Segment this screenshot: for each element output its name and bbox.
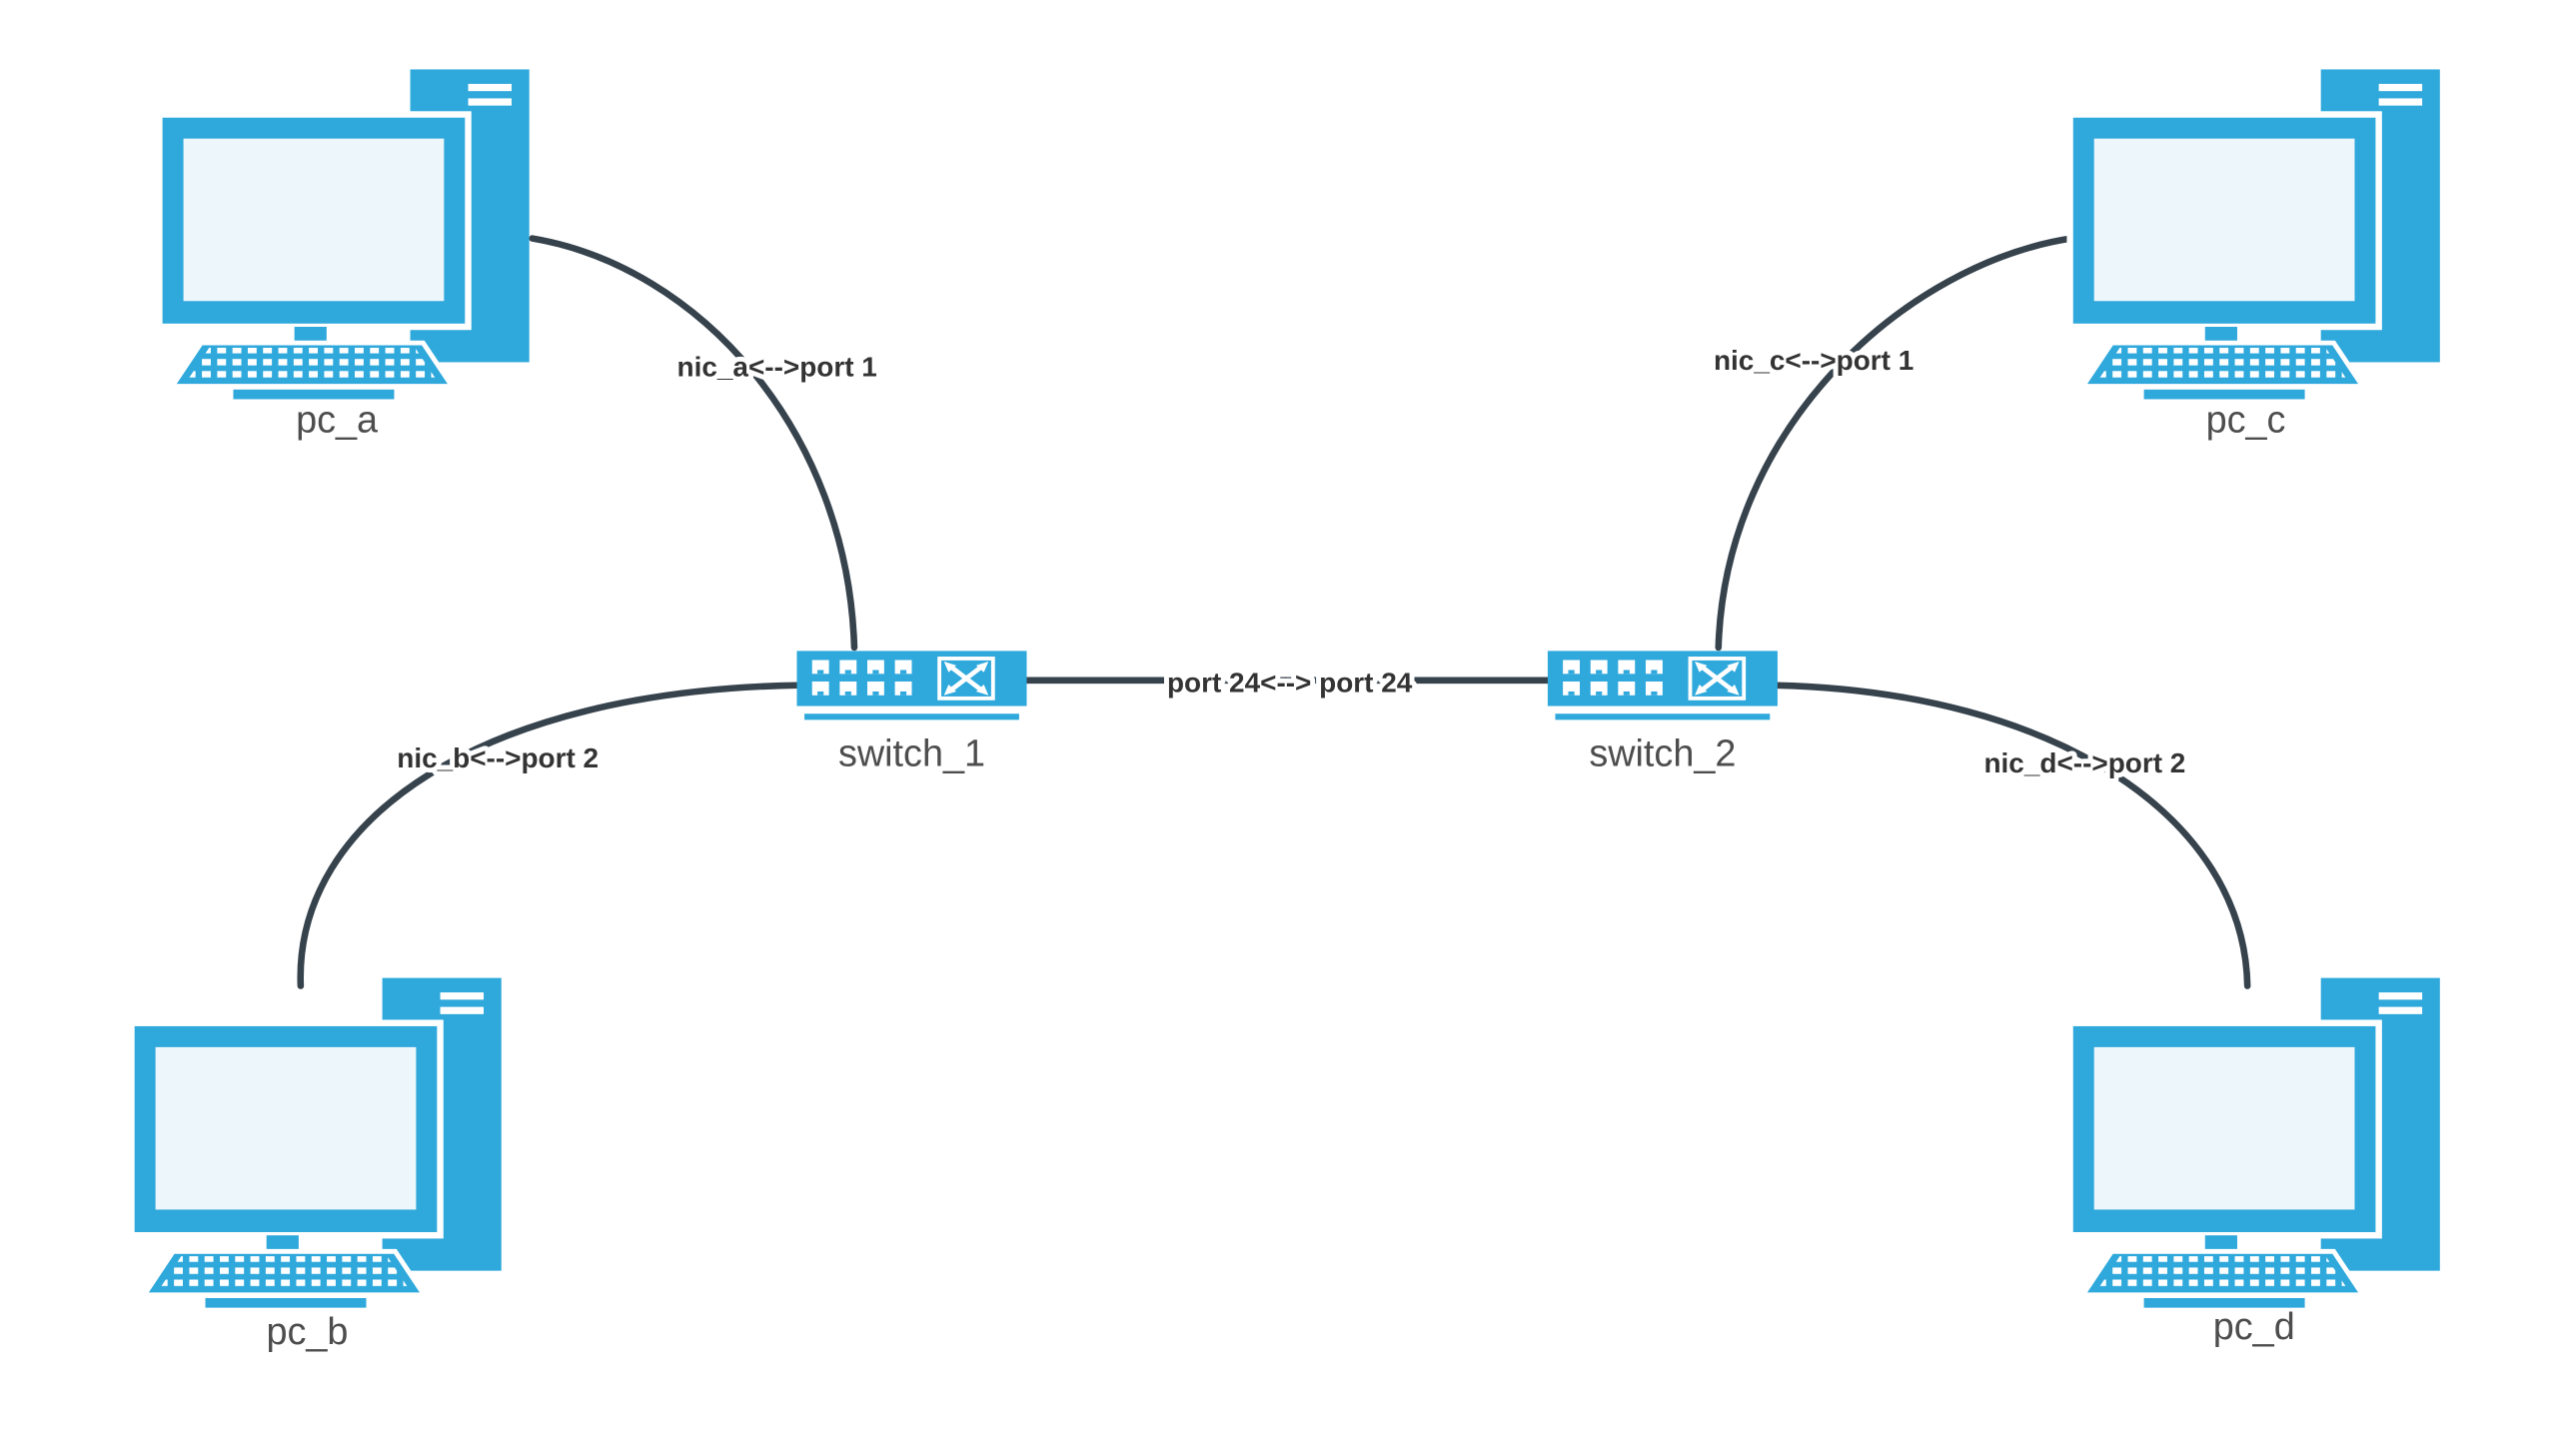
pc-icon — [2070, 978, 2440, 1308]
pc-icon — [2070, 69, 2440, 399]
node-pc_a[interactable]: pc_a — [159, 69, 529, 442]
node-pc_b[interactable]: pc_b — [131, 978, 501, 1353]
node-switch_2[interactable]: switch_2 — [1548, 651, 1778, 774]
edge-label-pc_d-switch_2: nic_d<-->port 2 — [1983, 747, 2185, 778]
edge-pc_c-switch_2[interactable] — [1715, 235, 2075, 652]
edge-label-pc_a-switch_1: nic_a<-->port 1 — [677, 352, 877, 383]
switch-icon — [1548, 651, 1778, 719]
edge-pc_b-switch_1[interactable] — [297, 682, 802, 989]
pc-icon — [131, 978, 501, 1308]
edge-label-pc_c-switch_2: nic_c<-->port 1 — [1714, 345, 1914, 376]
node-label-pc_d: pc_d — [2213, 1306, 2295, 1348]
edge-labels-layer: nic_a<-->port 1 nic_b<-->port 2 nic_c<-->p… — [392, 340, 2190, 783]
node-switch_1[interactable]: switch_1 — [796, 651, 1026, 774]
edges-layer — [297, 235, 2251, 989]
nodes-layer: pc_a pc_b pc_c pc_d switch_1 switch_2 — [131, 69, 2439, 1353]
node-label-pc_b: pc_b — [266, 1311, 348, 1353]
edge-pc_d-switch_2[interactable] — [1773, 682, 2251, 989]
edge-label-pc_b-switch_1: nic_b<-->port 2 — [397, 742, 599, 773]
node-label-pc_a: pc_a — [296, 400, 379, 442]
node-label-switch_2: switch_2 — [1589, 732, 1736, 774]
edge-label-switch_1-switch_2: port 24<--> port 24 — [1167, 667, 1413, 698]
node-pc_d[interactable]: pc_d — [2070, 978, 2440, 1348]
node-label-switch_1: switch_1 — [838, 732, 985, 774]
node-label-pc_c: pc_c — [2206, 400, 2286, 442]
switch-icon — [796, 651, 1026, 719]
node-pc_c[interactable]: pc_c — [2070, 69, 2440, 442]
edge-pc_a-switch_1[interactable] — [529, 235, 858, 652]
pc-icon — [159, 69, 529, 399]
